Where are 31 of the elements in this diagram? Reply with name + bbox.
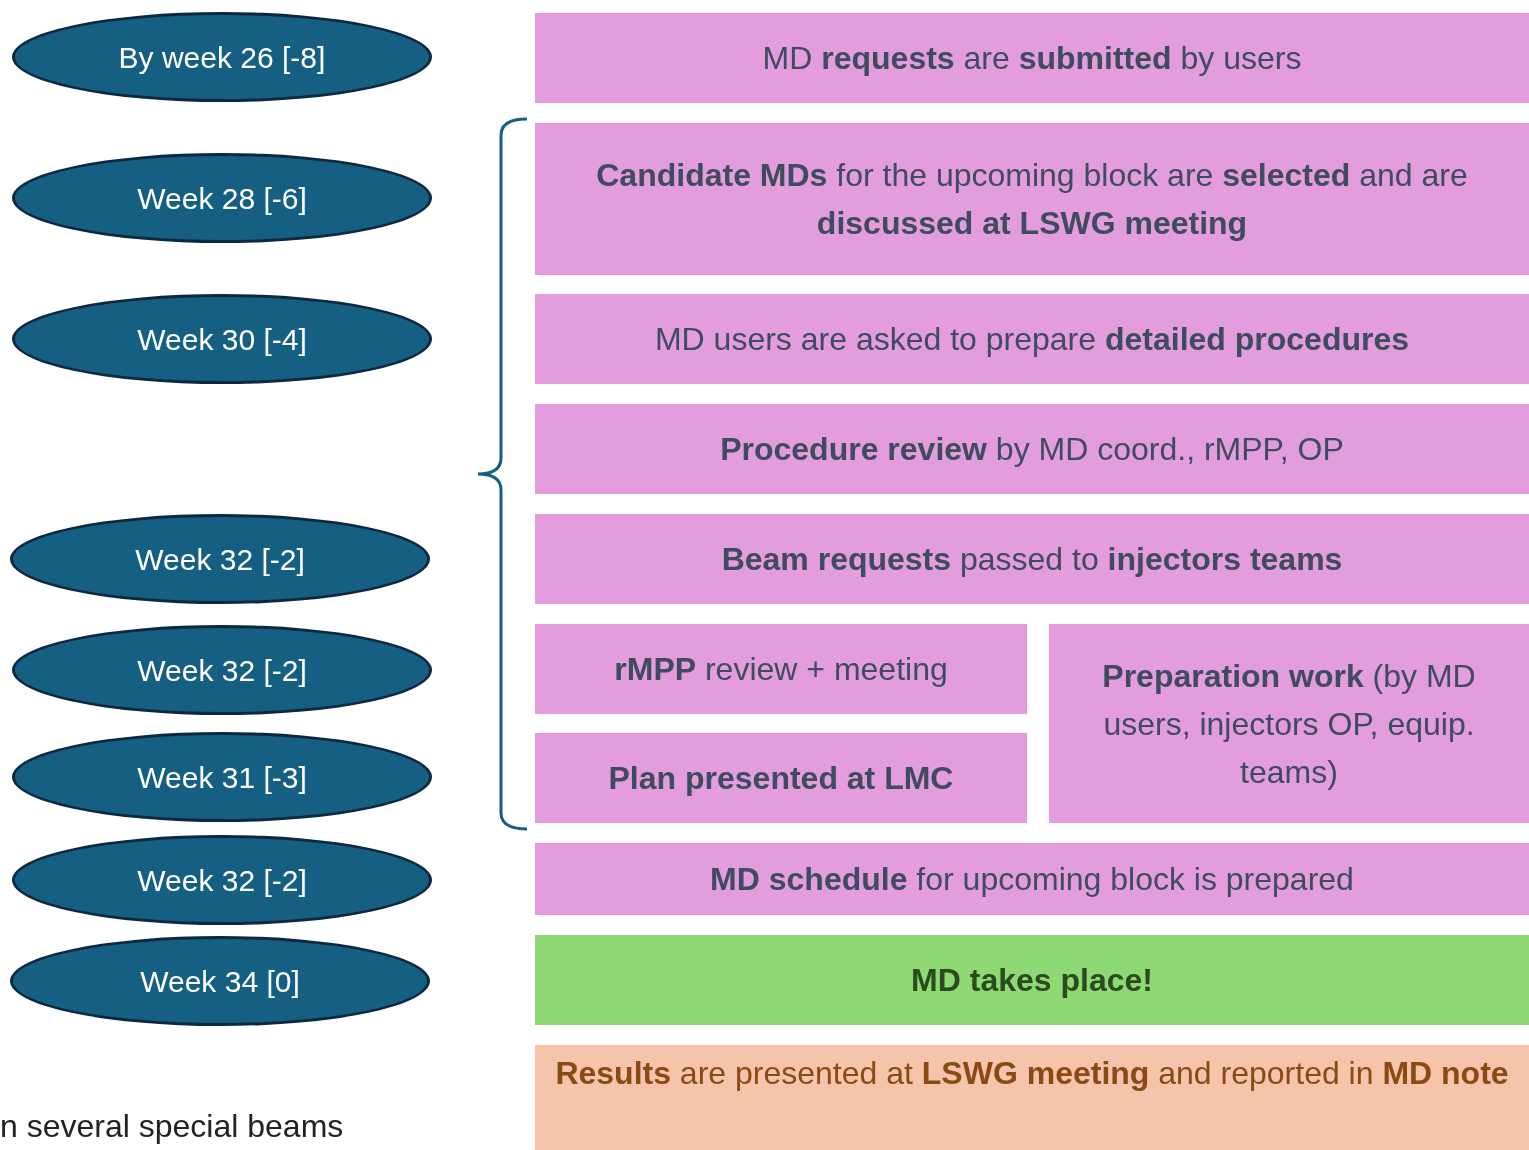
step-box [535, 404, 1529, 494]
week-label: Week 31 [-3] [137, 759, 307, 796]
step-box [535, 843, 1529, 915]
step-box [535, 733, 1027, 823]
step-text: Candidate MDs for the upcoming block are selected and are discussed at LSWG meeting [595, 156, 1469, 243]
step-text: MD schedule for upcoming block is prepared [710, 860, 1354, 899]
week-label: Week 34 [0] [140, 963, 300, 1000]
step-box [535, 294, 1529, 384]
step-text: Preparation work (by MD users, injectors OP, equip. teams) [1101, 656, 1477, 792]
step-box [535, 624, 1027, 714]
step-text: Results are presented at LSWG meeting and reported in MD note [555, 1054, 1509, 1093]
step-box [535, 514, 1529, 604]
note-text: n several special beams [0, 1107, 344, 1146]
step-text: rMPP review + meeting [614, 650, 948, 689]
step-text: MD takes place! [911, 961, 1153, 1000]
step-box [535, 123, 1529, 275]
step-text: Plan presented at LMC [608, 759, 954, 798]
step-box [535, 1045, 1529, 1150]
step-box [535, 13, 1529, 103]
step-box [535, 935, 1529, 1025]
week-label: Week 28 [-6] [137, 180, 307, 217]
step-box [1049, 624, 1529, 823]
week-label: Week 32 [-2] [137, 862, 307, 899]
week-label: Week 32 [-2] [137, 652, 307, 689]
week-label: By week 26 [-8] [118, 39, 326, 76]
step-text: MD requests are submitted by users [762, 39, 1302, 78]
step-text: Beam requests passed to injectors teams [721, 540, 1343, 579]
step-text: Procedure review by MD coord., rMPP, OP [720, 430, 1344, 469]
week-label: Week 30 [-4] [137, 321, 307, 358]
step-text: MD users are asked to prepare detailed procedures [654, 320, 1410, 359]
week-label: Week 32 [-2] [135, 541, 305, 578]
